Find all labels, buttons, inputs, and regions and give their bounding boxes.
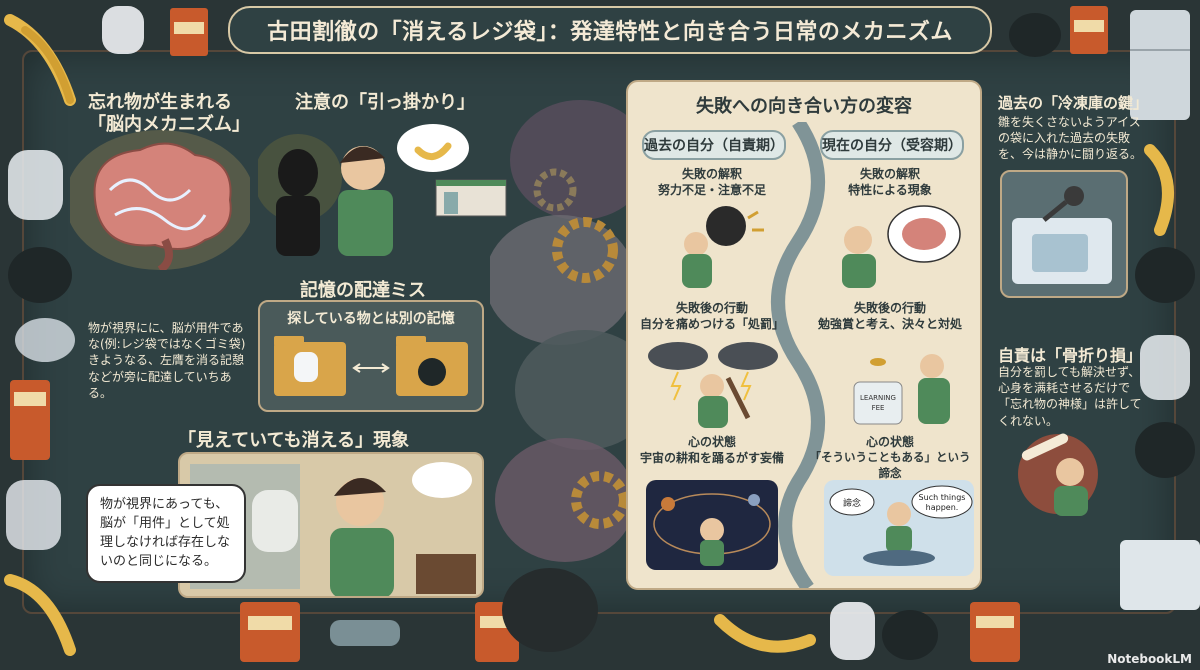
delivery-heading: 記憶の配達ミス (300, 280, 426, 301)
past-action-title: 失敗後の行動 (675, 301, 748, 315)
brain-heading-line2: 「脳内メカニズム」 (88, 114, 250, 135)
right-decorations (1120, 10, 1200, 610)
jar-label-1: LEARNING (860, 394, 896, 402)
page-title: 古田割徹の「消えるレジ袋」：発達特性と向き合う日常のメカニズム (228, 6, 992, 54)
top-right-decorations (1009, 6, 1108, 57)
brain-thought-illustration (842, 205, 961, 288)
search-panel: 探している物とは別の記憶 (258, 300, 484, 412)
folders-illustration (274, 336, 468, 396)
present-mind-body: 「そういうこともある」という諦念 (809, 450, 971, 480)
freezer-panel (1000, 170, 1128, 298)
selfblame-heading: 自責は「骨折り損」 (998, 346, 1143, 365)
selfblame-body: 自分を罰しても解決せず、心身を满耗させるだけで「忘れ物の神様」は許してくれない。 (998, 365, 1142, 428)
meditation-illustration: 諦念 Such things happen. (824, 480, 974, 576)
past-mind-body: 宇宙の耕和を踊るがす妄備 (639, 451, 784, 465)
delivery-body: 物が視界にに、脳が用件であな(例:レジ袋ではなくゴミ袋)きようなる、左膺を消る記… (88, 321, 246, 400)
past-pill: 過去の自分（自責期） (642, 130, 786, 160)
left-decorations (4, 14, 76, 656)
present-pill: 現在の自分（受容期） (820, 130, 964, 160)
burden-illustration (682, 206, 764, 288)
freezer-key-illustration (1012, 186, 1112, 284)
jar-label-2: FEE (872, 404, 885, 412)
brain-illustration (70, 130, 250, 270)
divider-river (771, 122, 825, 588)
freezer-heading: 過去の「冷凍庫の鍵」 (998, 94, 1149, 112)
notebooklm-logo: NotebookLM (1107, 652, 1192, 666)
past-action-body: 自分を痛めつける「処罰」 (639, 317, 784, 331)
vanish-heading: 「見えていても消える」現象 (178, 430, 410, 451)
present-mind-title: 心の状態 (865, 435, 914, 449)
center-heading: 失敗への向き合い方の変容 (696, 96, 912, 117)
present-interp-body: 特性による現象 (848, 183, 932, 197)
freezer-body: 雛を失くさないようアイスの袋に入れた過去の失敗を、今は静かに闘り返る。 (998, 115, 1143, 162)
past-interp-body: 努力不足・注意不足 (657, 183, 766, 197)
search-label: 探している物とは別の記憶 (287, 311, 455, 327)
attention-illustration (258, 124, 507, 256)
present-interp-title: 失敗の解釈 (859, 167, 920, 181)
past-interp-title: 失敗の解釈 (681, 167, 742, 181)
past-mind-title: 心の状態 (687, 435, 736, 449)
present-action-title: 失敗後の行動 (853, 301, 926, 315)
learning-fee-illustration: LEARNING FEE (853, 354, 950, 425)
cosmic-anxiety-illustration (646, 480, 778, 570)
present-action-body: 勉強賞と考え、決々と対処 (817, 317, 962, 331)
vanish-bubble: 物が視界にあっても、脳が「用件」として処理しなければ存在しないのと同じになる。 (86, 484, 246, 584)
center-panel: 失敗への向き合い方の変容 過去の自分（自責期） 現在の自分（受容期） 失敗の解釈… (626, 80, 982, 590)
speech-en-2: happen. (926, 503, 959, 512)
smoke-gears-illustration (490, 100, 640, 652)
top-left-decorations (102, 6, 208, 56)
bone-illustration (1018, 433, 1098, 516)
speech-en-1: Such things (919, 493, 966, 502)
bottom-decorations (240, 602, 1020, 662)
speech-jp: 諦念 (843, 497, 861, 509)
attention-heading: 注意の「引っ掛かり」 (295, 92, 475, 113)
brain-heading-line1: 忘れ物が生まれる (88, 92, 232, 113)
punishment-illustration (648, 342, 778, 428)
